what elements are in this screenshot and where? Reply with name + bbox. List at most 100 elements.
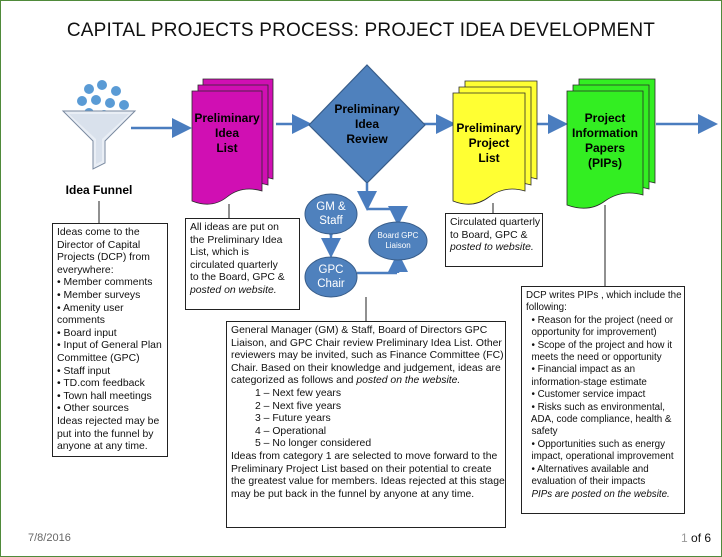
review-text-line: the greatest value for members. Ideas re… (231, 476, 505, 488)
preliminary-idea-list-doc (191, 78, 274, 205)
category-item: 5 – No longer considered (255, 438, 372, 450)
funnel-text-line: • Town hall meetings (57, 390, 152, 402)
review-line-3: Review (346, 132, 388, 146)
gpc-chair-label: GPC Chair (305, 263, 357, 291)
idea-list-text-line: List, which is (190, 247, 249, 259)
pips-text-line: ADA, code compliance, health & (526, 414, 672, 426)
category-item: 1 – Next few years (255, 387, 342, 399)
project-list-line-2: Project (468, 136, 510, 150)
category-item: 3 – Future years (255, 413, 331, 425)
review-text-line: reviewers may be invited, such as Financ… (231, 350, 504, 362)
project-list-line-3: List (478, 151, 500, 165)
categorized-italic: posted on the website. (356, 375, 461, 387)
review-text-line: General Manager (GM) & Staff, Board of D… (231, 325, 488, 336)
funnel-text-line: • Input of General Plan (57, 340, 162, 352)
funnel-icon (61, 80, 137, 170)
page-title: CAPITAL PROJECTS PROCESS: PROJECT IDEA D… (66, 20, 656, 41)
idea-list-line-3: List (216, 141, 238, 155)
idea-list-description-box: All ideas are put on the Preliminary Ide… (185, 218, 300, 310)
pips-text-line: • Scope of the project and how it (526, 339, 673, 351)
pips-text-line: • Opportunities such as energy (526, 438, 666, 450)
review-text-line: Chair. Based on their knowledge and judg… (231, 362, 501, 374)
funnel-text-line: Projects (DCP) from (57, 252, 150, 264)
gpc-chair-line-1: GPC (318, 264, 344, 276)
review-description-box: General Manager (GM) & Staff, Board of D… (226, 321, 506, 528)
funnel-text-line: put into the funnel by (57, 428, 154, 440)
pips-line-3: Papers (584, 141, 626, 155)
funnel-text-line: Ideas come to the (57, 227, 140, 238)
pips-line-4: (PIPs) (587, 156, 622, 170)
board-liaison-oval (368, 221, 428, 261)
funnel-text-line: • Member surveys (57, 289, 141, 301)
funnel-text-line: • Other sources (57, 403, 129, 415)
pips-text-line: • Reason for the project (need or (526, 314, 674, 326)
board-liaison-label: Board GPC Liaison (369, 231, 427, 251)
category-item: 2 – Next five years (255, 400, 342, 412)
funnel-text-line: • TD.com feedback (57, 378, 145, 390)
pips-text-line: • Risks such as environmental, (526, 401, 666, 413)
funnel-text-line: Ideas rejected may be (57, 415, 160, 427)
idea-list-text-line: circulated quarterly (190, 259, 278, 271)
project-list-description-box: Circulated quarterly to Board, GPC & pos… (445, 213, 543, 267)
funnel-text-line: Committee (GPC) (57, 352, 140, 364)
preliminary-idea-list-label: Preliminary Idea List (192, 111, 262, 156)
idea-list-italic-line: posted on website. (190, 284, 277, 296)
pips-text-line: evaluation of their impacts (526, 476, 646, 488)
gpc-chair-line-2: Chair (317, 278, 345, 290)
pips-line-1: Project (584, 111, 626, 125)
funnel-label: Idea Funnel (65, 183, 133, 197)
project-list-italic-line: posted to website. (450, 242, 534, 254)
review-text-line: may be put back in the funnel by anyone … (231, 488, 475, 500)
pips-text-line: • Financial impact as an (526, 364, 636, 376)
review-categorized-line: categorized as follows and posted on the… (231, 375, 501, 388)
pips-text-line: opportunity for improvement) (526, 327, 657, 339)
gm-staff-label: GM & Staff (305, 200, 357, 228)
slide-date: 7/8/2016 (28, 532, 71, 544)
liaison-line-2: Liaison (385, 241, 411, 250)
review-text-line: Preliminary Project List based on their … (231, 463, 492, 475)
preliminary-project-list-label: Preliminary Project List (453, 121, 525, 166)
gpc-chair-oval (304, 256, 358, 298)
pips-text-line: following: (526, 302, 567, 314)
review-line-1: Preliminary (334, 102, 400, 116)
idea-list-text-line: All ideas are put on (190, 222, 279, 233)
idea-list-line-1: Preliminary (194, 111, 260, 125)
pips-label: Project Information Papers (PIPs) (567, 111, 643, 171)
funnel-text-line: • Board input (57, 327, 117, 339)
page-current: 1 (681, 531, 688, 545)
idea-list-text-line: to the Board, GPC & (190, 272, 285, 284)
pips-text-line: information-stage estimate (526, 376, 647, 388)
gm-staff-oval (304, 193, 358, 235)
review-text-line: Liaison, and GPC Chair review Preliminar… (231, 337, 502, 349)
funnel-text-line: Director of Capital (57, 239, 141, 251)
preliminary-project-list-doc (452, 80, 538, 205)
review-line-2: Idea (354, 117, 379, 131)
pips-doc (566, 78, 656, 209)
pips-text-line: • Customer service impact (526, 389, 646, 401)
funnel-text-line: everywhere: (57, 264, 114, 276)
pips-italic-line: PIPs are posted on the website. (526, 488, 670, 500)
pips-description-box: DCP writes PIPs , which include the foll… (521, 286, 685, 514)
project-list-text-line: to Board, GPC & (450, 229, 528, 241)
categorized-prefix: categorized as follows and (231, 375, 357, 387)
page-total: of 6 (691, 531, 712, 545)
page-number: 1 of 6 (681, 531, 711, 545)
project-list-text-line: Circulated quarterly (450, 217, 541, 228)
pips-text-line: DCP writes PIPs , which include the (526, 290, 682, 301)
funnel-text-line: anyone at any time. (57, 441, 148, 453)
pips-line-2: Information (572, 126, 638, 140)
pips-text-line: meets the need or opportunity (526, 352, 662, 364)
review-text-line: Ideas from category 1 are selected to mo… (231, 450, 498, 462)
pips-text-line: • Alternatives available and (526, 463, 649, 475)
gm-staff-line-2: Staff (319, 215, 343, 227)
pips-text-line: impact, operational improvement (526, 451, 674, 463)
funnel-description-box: Ideas come to the Director of Capital Pr… (52, 223, 168, 457)
project-list-line-1: Preliminary (456, 121, 522, 135)
funnel-text-line: • Member comments (57, 277, 153, 289)
funnel-text-line: • Staff input (57, 365, 111, 377)
pips-text-line: safety (526, 426, 558, 438)
gm-staff-line-1: GM & (316, 201, 346, 213)
idea-list-line-2: Idea (214, 126, 239, 140)
funnel-text-line: comments (57, 315, 105, 327)
